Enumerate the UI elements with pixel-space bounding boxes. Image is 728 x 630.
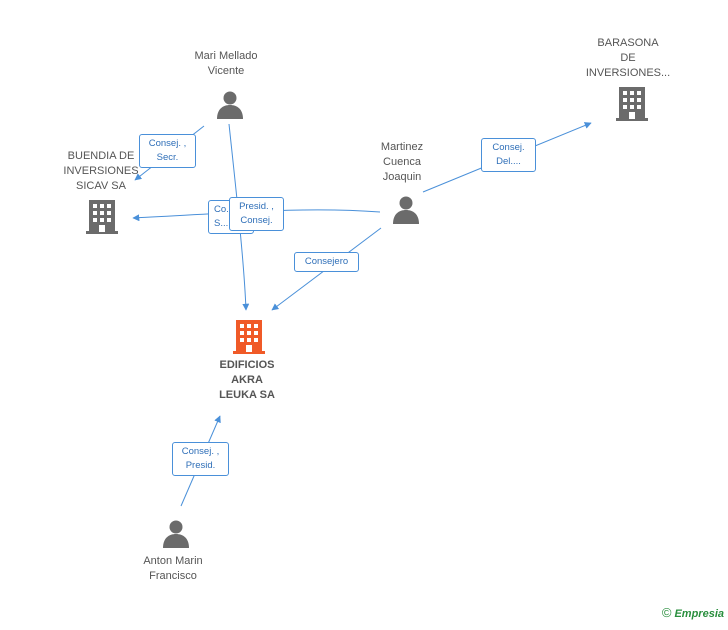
node-name-line: Martinez (380, 141, 424, 153)
node-label-anton[interactable]: Anton Marin Francisco (117, 554, 229, 584)
empresia-watermark: ©Empresia (662, 605, 724, 620)
edge-label-line: Consej. (240, 215, 273, 226)
person-icon[interactable] (215, 89, 245, 119)
edge-label-mari-buendia[interactable]: Consej. , Secr. (139, 134, 196, 168)
node-name-line: Vicente (207, 65, 245, 77)
edge-label-line: Del.... (496, 156, 521, 167)
node-name-line: Mari Mellado (194, 50, 258, 62)
edge-label-line: Presid. (185, 460, 216, 471)
building-icon[interactable] (86, 200, 118, 234)
node-name-line: Francisco (149, 570, 197, 582)
node-label-buendia[interactable]: BUENDIA DE INVERSIONES SICAV SA (45, 149, 157, 194)
edge-label-line: S... (214, 218, 229, 229)
edge-label-martinez-edificios[interactable]: Consejero (294, 252, 359, 272)
node-label-martinez[interactable]: Martinez Cuenca Joaquin (346, 140, 458, 185)
node-name-line: LEUKA SA (219, 389, 275, 401)
edge-label-line: Co... (214, 204, 235, 215)
person-icon[interactable] (161, 518, 191, 548)
building-icon[interactable] (616, 87, 648, 121)
node-name-line: INVERSIONES... (585, 67, 671, 79)
node-name-line: Anton Marin (143, 555, 203, 567)
edge-label-anton-edificios[interactable]: Consej. , Presid. (172, 442, 229, 476)
node-label-mari[interactable]: Mari Mellado Vicente (170, 49, 282, 79)
node-name-line: Cuenca (383, 156, 421, 168)
node-name-line: EDIFICIOS (219, 359, 275, 371)
edge-label-line: Consej. , (148, 138, 187, 149)
node-name-line: AKRA (231, 374, 263, 386)
copyright-icon: © (661, 605, 672, 620)
edge-label-line: Consej. , (181, 446, 220, 457)
person-icon[interactable] (391, 194, 421, 224)
node-name-line: BUENDIA DE (67, 150, 135, 162)
edge-label-line: Presid. , (239, 201, 274, 212)
node-label-barasona[interactable]: BARASONA DE INVERSIONES... (572, 36, 684, 81)
node-name-line: DE (620, 52, 636, 64)
node-label-edificios[interactable]: EDIFICIOS AKRA LEUKA SA (191, 358, 303, 403)
node-name-line: INVERSIONES (63, 165, 139, 177)
edge-label-line: Consejero (304, 256, 349, 267)
node-name-line: BARASONA (597, 37, 659, 49)
brand-logo-text: Empresia (674, 608, 724, 620)
building-icon[interactable] (233, 320, 265, 354)
edge-label-line: Consej. (492, 142, 525, 153)
node-name-line: SICAV SA (76, 180, 126, 192)
edge-label-martinez-barasona[interactable]: Consej. Del.... (481, 138, 536, 172)
edge-label-mari-edificios[interactable]: Presid. , Consej. (229, 197, 284, 231)
edge-label-line: Secr. (156, 152, 179, 163)
node-name-line: Joaquin (382, 171, 422, 183)
